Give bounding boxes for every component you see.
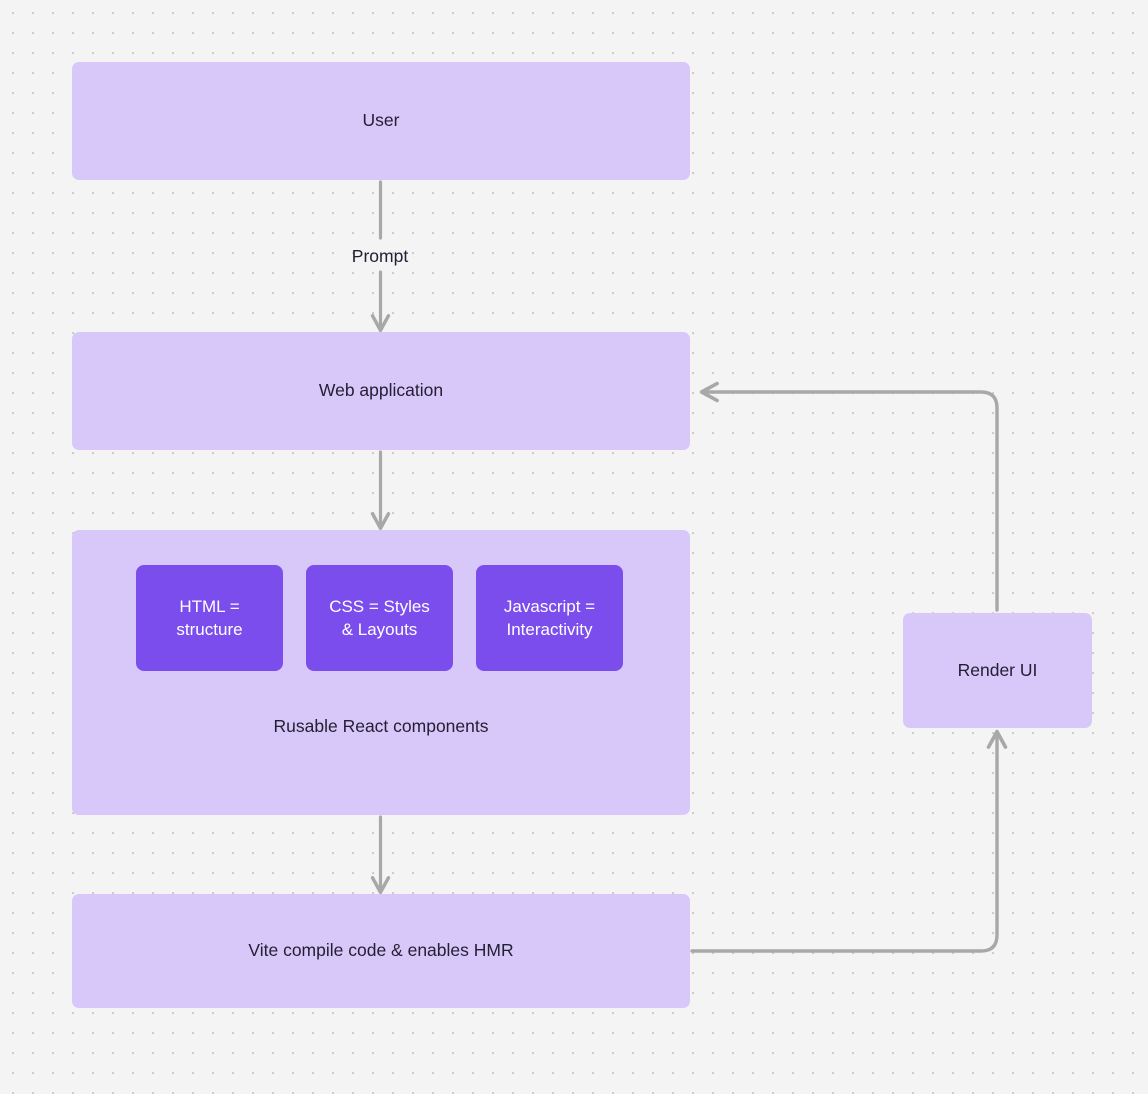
node-html-label-line1: HTML = — [179, 596, 240, 616]
node-web-application-label: Web application — [318, 380, 444, 401]
node-css-label-line1: CSS = Styles — [329, 596, 430, 616]
node-css[interactable]: CSS = Styles & Layouts — [306, 565, 453, 671]
node-javascript-label-line2: Interactivity — [506, 620, 593, 639]
node-vite[interactable]: Vite compile code & enables HMR — [72, 894, 690, 1008]
node-html-label-line2: structure — [176, 620, 243, 639]
node-reusable-react-components[interactable]: HTML = structure CSS = Styles & Layouts … — [72, 530, 690, 815]
edge-render-to-webapp — [699, 381, 999, 612]
node-javascript[interactable]: Javascript = Interactivity — [476, 565, 623, 671]
node-css-label-line2: & Layouts — [341, 620, 418, 639]
node-vite-label: Vite compile code & enables HMR — [248, 940, 514, 961]
node-reusable-react-components-label: Rusable React components — [273, 716, 489, 736]
node-render-ui-label: Render UI — [957, 659, 1038, 680]
node-user-label: User — [362, 110, 400, 131]
node-html[interactable]: HTML = structure — [136, 565, 283, 671]
edge-vite-to-render — [690, 729, 1008, 953]
node-render-ui[interactable]: Render UI — [903, 613, 1092, 728]
node-web-application[interactable]: Web application — [72, 332, 690, 450]
node-user[interactable]: User — [72, 62, 690, 180]
node-javascript-label-line1: Javascript = — [503, 596, 596, 616]
edge-label-prompt: Prompt — [351, 246, 409, 266]
